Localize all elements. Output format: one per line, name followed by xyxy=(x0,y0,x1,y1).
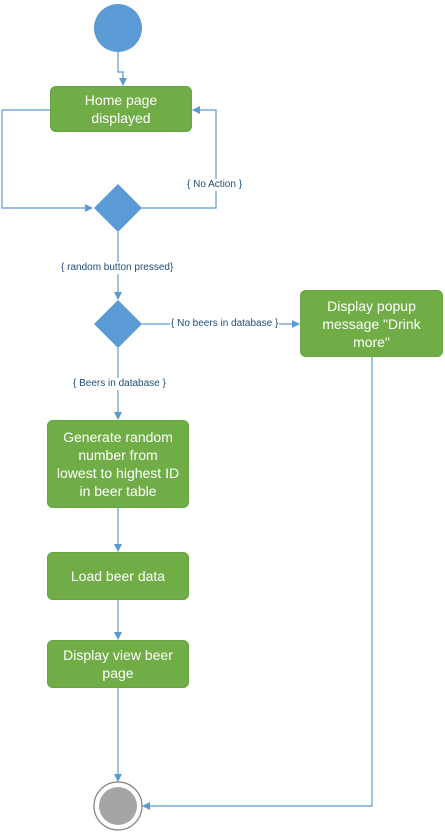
flow-popup-to-end xyxy=(142,357,373,810)
action-display-popup: Display popup message "Drink more" xyxy=(300,290,443,357)
action-display-view-beer-page: Display view beer page xyxy=(47,640,189,688)
action-generate-random-number: Generate random number from lowest to hi… xyxy=(47,420,189,508)
flow-start-to-home xyxy=(117,52,127,86)
guard-random-button-pressed: { random button pressed} xyxy=(60,262,175,274)
guard-beers-in-database: { Beers in database } xyxy=(72,378,167,390)
action-home-page-displayed: Home page displayed xyxy=(50,86,192,132)
flow-home-to-decision1 xyxy=(1,109,93,212)
action-load-beer-data: Load beer data xyxy=(47,552,189,600)
start-node xyxy=(94,4,142,52)
decision-node-2 xyxy=(94,300,142,348)
decision-node-1 xyxy=(94,184,142,232)
end-node xyxy=(99,787,137,825)
guard-no-beers-in-database: { No beers in database } xyxy=(170,318,280,330)
guard-no-action: { No Action } xyxy=(186,179,244,191)
flow-no-action xyxy=(142,106,217,209)
